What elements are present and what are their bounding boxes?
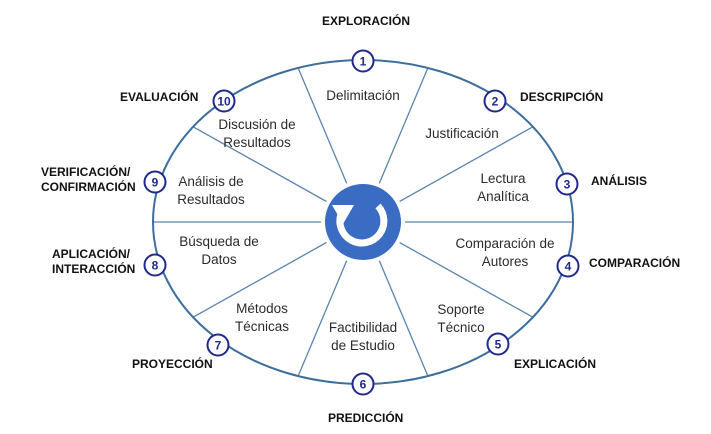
badge-6: 6: [351, 372, 375, 396]
badge-2: 2: [483, 89, 507, 113]
badge-number: 4: [565, 259, 572, 273]
sector-label-1: Delimitación: [326, 88, 400, 103]
sector-label-9-line-2: Resultados: [177, 192, 245, 207]
phase-label-9-line-1: VERIFICACIÓN/: [41, 165, 131, 179]
sector-label-10-line-1: Discusión de: [218, 117, 295, 132]
badge-number: 9: [152, 175, 159, 189]
phase-label-9-line-2: CONFIRMACIÓN: [41, 180, 136, 194]
sector-label-9: Análisis de Resultados: [177, 174, 245, 207]
badges-group: 1 2 3 4 5 6 7 8 9 10: [143, 49, 580, 396]
sector-label-4-line-1: Comparación de: [455, 236, 554, 251]
sector-label-2: Justificación: [425, 126, 499, 141]
sector-label-10: Discusión de Resultados: [218, 117, 295, 150]
badge-circle: [143, 253, 167, 277]
phase-label-8-line-1: APLICACIÓN/: [52, 247, 130, 261]
phase-label-9: VERIFICACIÓN/ CONFIRMACIÓN: [41, 165, 136, 195]
phase-label-1: EXPLORACIÓN: [322, 14, 411, 28]
badge-9: 9: [143, 170, 167, 194]
phase-label-7: PROYECCIÓN: [132, 357, 213, 371]
badge-number: 1: [360, 54, 367, 68]
badge-circle: [206, 333, 230, 357]
sector-label-5-line-1: Soporte: [437, 302, 484, 317]
sector-label-8-line-2: Datos: [201, 252, 237, 267]
sector-label-7-line-2: Técnicas: [235, 319, 289, 334]
badge-number: 5: [495, 337, 502, 351]
badge-1: 1: [351, 49, 375, 73]
refresh-arrow-head-icon: [332, 205, 354, 224]
phase-label-10: EVALUACIÓN: [120, 90, 199, 104]
badge-4: 4: [556, 254, 580, 278]
sector-label-2-line-1: Justificación: [425, 126, 499, 141]
badge-circle: [143, 170, 167, 194]
sector-label-4: Comparación de Autores: [455, 236, 554, 269]
sector-label-7-line-1: Métodos: [236, 301, 288, 316]
phase-label-8-line-2: INTERACCIÓN: [52, 262, 136, 276]
phase-label-6: PREDICCIÓN: [328, 411, 404, 425]
badge-number: 10: [217, 94, 231, 108]
badge-number: 6: [360, 377, 367, 391]
badge-7: 7: [206, 333, 230, 357]
sector-label-5-line-2: Técnico: [437, 320, 484, 335]
phase-label-2: DESCRIPCIÓN: [520, 90, 604, 104]
sector-label-6-line-1: Factibilidad: [329, 320, 397, 335]
badge-circle: [486, 332, 510, 356]
sector-label-6: Factibilidad de Estudio: [329, 320, 397, 353]
badge-number: 8: [152, 258, 159, 272]
badge-3: 3: [555, 172, 579, 196]
badge-10: 10: [212, 89, 236, 113]
phase-label-5: EXPLICACIÓN: [514, 357, 597, 371]
sector-label-9-line-1: Análisis de: [178, 174, 243, 189]
badge-8: 8: [143, 253, 167, 277]
badge-circle: [556, 254, 580, 278]
center-icon-group: [321, 180, 405, 264]
center-disc: [325, 184, 401, 260]
sector-label-8-line-1: Búsqueda de: [179, 234, 259, 249]
badge-circle: [351, 372, 375, 396]
badge-circle: [212, 89, 236, 113]
badge-number: 2: [492, 94, 499, 108]
refresh-cycle-icon: [336, 203, 388, 247]
sector-label-4-line-2: Autores: [482, 254, 529, 269]
phase-label-3: ANÁLISIS: [591, 174, 648, 188]
sector-label-6-line-2: de Estudio: [331, 338, 395, 353]
phase-label-4: COMPARACIÓN: [589, 256, 681, 270]
badge-number: 3: [564, 177, 571, 191]
badge-circle: [483, 89, 507, 113]
sector-label-1-line-1: Delimitación: [326, 88, 400, 103]
sector-label-3-line-2: Analítica: [477, 189, 529, 204]
badge-circle: [351, 49, 375, 73]
badge-number: 7: [215, 338, 222, 352]
sector-label-10-line-2: Resultados: [223, 135, 291, 150]
sector-label-3-line-1: Lectura: [480, 171, 526, 186]
sector-label-8: Búsqueda de Datos: [179, 234, 259, 267]
badge-circle: [555, 172, 579, 196]
badge-5: 5: [486, 332, 510, 356]
phase-label-8: APLICACIÓN/ INTERACCIÓN: [52, 247, 135, 277]
